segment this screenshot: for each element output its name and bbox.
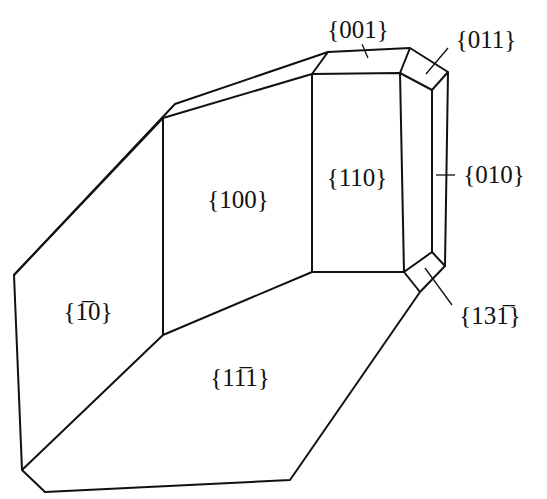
face-edge (432, 252, 445, 266)
face-label: {010} (461, 161, 527, 189)
leader-line (426, 48, 448, 74)
leader-line (362, 44, 368, 58)
face-edge (404, 272, 420, 292)
face-edge (312, 52, 328, 74)
face-110 (312, 73, 404, 272)
face-edge (163, 272, 312, 335)
face-label: {100} (205, 186, 271, 214)
face-edge (14, 118, 163, 275)
face-label: {001} (325, 16, 391, 44)
face-edge (400, 73, 432, 90)
face-label: {11̅1} (208, 364, 272, 392)
leader-line (436, 174, 455, 175)
face-edge (404, 252, 432, 272)
face-edge (163, 74, 312, 118)
face-edge (162, 118, 164, 335)
face-edge (22, 335, 163, 470)
face-edge (400, 48, 410, 73)
face-label: {131̅} (457, 302, 523, 330)
face-label: {011} (454, 26, 519, 54)
face-label: {110} (325, 164, 390, 192)
leader-line (425, 268, 452, 305)
face-label: {1̅0} (62, 298, 115, 326)
face-edge (431, 90, 433, 252)
face-edge (432, 72, 448, 90)
crystal-outline (14, 48, 448, 492)
